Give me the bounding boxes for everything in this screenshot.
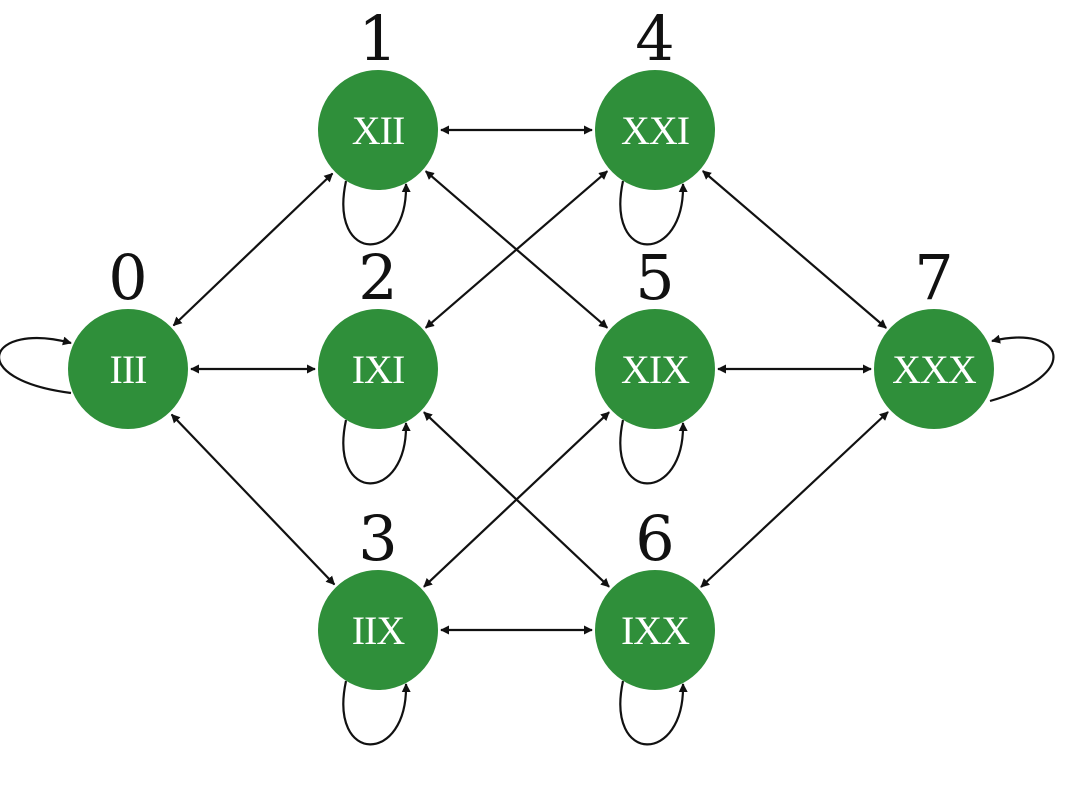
node-label: XXI — [621, 108, 689, 153]
node-label: XXX — [892, 347, 977, 392]
node-number: 0 — [108, 241, 147, 314]
self-loops-layer — [0, 180, 1055, 746]
node-label: III — [110, 347, 147, 392]
node-label: IIX — [352, 608, 406, 653]
node-circle — [595, 70, 715, 190]
self-loop-6 — [619, 680, 688, 746]
edge-4-7 — [702, 170, 887, 329]
node-circle — [318, 570, 438, 690]
edges-layer — [170, 125, 889, 635]
node-3: IIX 3 — [318, 502, 438, 690]
node-7: XXX 7 — [874, 241, 994, 429]
node-0: III 0 — [68, 241, 188, 429]
node-label: XIX — [621, 347, 690, 392]
node-circle — [595, 570, 715, 690]
self-loop-5 — [619, 419, 688, 485]
self-loop-4 — [619, 180, 688, 246]
node-1: XII 1 — [318, 2, 438, 190]
node-circle — [68, 309, 188, 429]
node-4: XXI 4 — [595, 2, 715, 190]
node-number: 7 — [914, 241, 953, 314]
self-loop-1 — [342, 180, 411, 246]
self-loop-3 — [342, 680, 411, 746]
edge-2-4 — [424, 170, 609, 329]
node-circle — [318, 309, 438, 429]
node-number: 1 — [358, 2, 397, 75]
edge-3-5 — [423, 411, 610, 588]
node-label: IXI — [352, 347, 405, 392]
node-number: 4 — [635, 2, 674, 75]
self-loop-7 — [989, 334, 1055, 403]
node-number: 3 — [358, 502, 397, 575]
node-label: IXX — [621, 608, 690, 653]
node-label: XII — [352, 108, 405, 153]
node-number: 2 — [358, 241, 397, 314]
node-6: IXX 6 — [595, 502, 715, 690]
node-circle — [318, 70, 438, 190]
edge-6-7 — [700, 411, 889, 588]
edge-0-3 — [170, 413, 336, 586]
node-2: IXI 2 — [318, 241, 438, 429]
node-5: XIX 5 — [595, 241, 715, 429]
node-number: 5 — [635, 241, 674, 314]
node-circle — [595, 309, 715, 429]
self-loop-0 — [0, 336, 72, 395]
node-number: 6 — [635, 502, 674, 575]
node-circle — [874, 309, 994, 429]
edge-0-1 — [172, 172, 334, 327]
self-loop-2 — [342, 419, 411, 485]
